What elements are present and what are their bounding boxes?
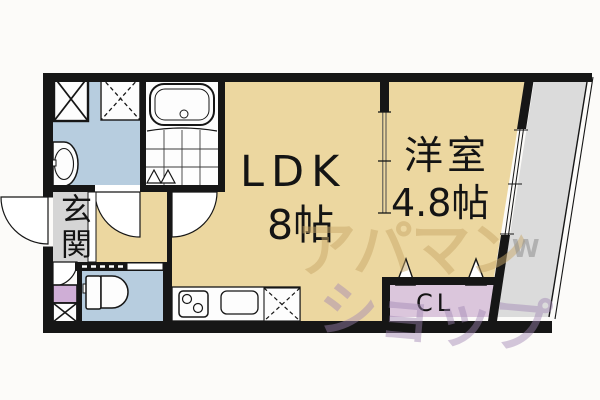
wall-western-balcony-lower [488,235,510,321]
toilet-bowl [100,275,129,309]
toilet-opening [126,262,164,271]
wall-top [43,73,592,82]
wall-washroom-bottom-right [140,185,225,192]
wall-hall-ldk-stub [167,192,172,262]
wall-closet-top [382,277,500,285]
bathtub-front-edge [146,127,218,132]
ldk-floor [225,82,389,192]
wall-washroom-bottom-left [43,185,95,192]
shoe-cabinet [52,284,78,304]
wall-toilet-left [77,271,82,322]
pipe-space [52,302,78,323]
kitchen-stove [178,290,209,318]
balcony-floor [497,82,587,317]
ldk-label: LDK [240,147,347,197]
doors [0,185,218,287]
bathtub-drain [179,109,189,119]
wall-bath-ldk [218,73,225,185]
washroom-floor-sliver [88,77,100,122]
entrance-step-edge [87,191,97,263]
western-window [500,128,528,236]
bathroom-folding-door-icon [145,168,177,184]
wall-left-lower [43,247,53,333]
ldk-size-label: 8帖 [267,201,335,249]
wall-toilet-kitchen [163,262,172,322]
wall-details [43,191,164,271]
closet-label: CL [416,289,455,317]
toilet [82,275,129,310]
balcony-railing [548,76,594,320]
western-room-floor [389,82,525,277]
walls [43,73,592,333]
toilet-door-swing [52,261,78,287]
wall-western-balcony-upper [517,78,534,129]
hallway-floor [96,192,389,262]
closet-floor [390,285,495,317]
ldk-door-swing [171,191,218,238]
entrance-label: 玄関 [55,193,91,263]
bathtub-inner [154,88,210,121]
wall-washroom-bath [140,73,146,185]
western-room-label: 洋室 [404,134,491,179]
washbasin-bowl [53,147,75,181]
bathroom-tile-grid [146,130,218,185]
wall-ldk-western-top [380,73,389,112]
toilet-tank [85,275,102,310]
wall-left-upper [43,73,53,197]
sliding-partition [378,111,391,214]
bathtub [149,83,215,126]
bathroom-fixtures [145,83,218,185]
kitchen-sink [220,290,259,315]
entrance-floor [53,192,88,262]
stove-burner [181,293,193,305]
stove-burner [192,302,204,314]
washroom-door-opening [95,185,140,192]
wall-bottom [43,321,552,333]
wall-closet-left [382,277,390,322]
kitchen [171,286,301,322]
storage-boxes [52,75,141,123]
western-room-size-label: 4.8帖 [391,181,490,225]
entrance-door-swing [0,196,49,245]
